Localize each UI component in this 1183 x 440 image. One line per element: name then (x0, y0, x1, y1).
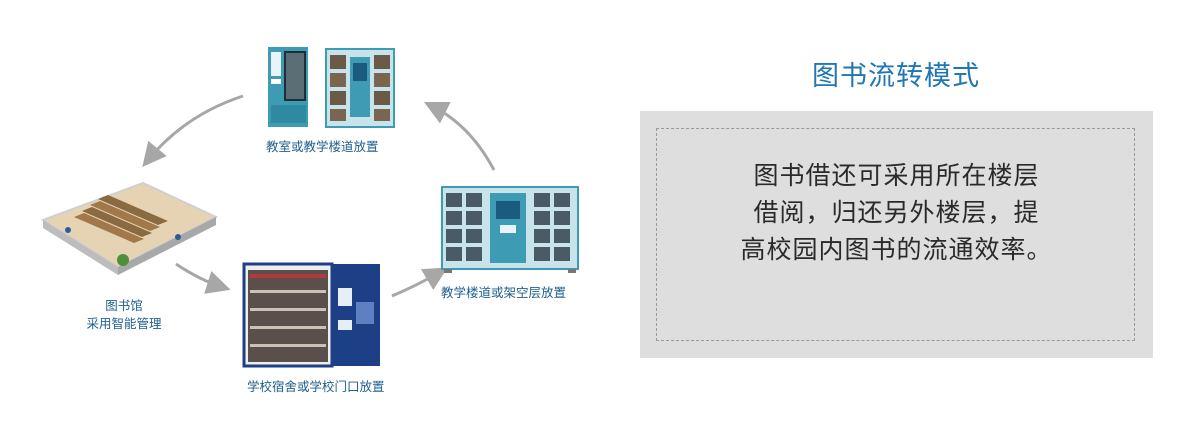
arrow-classroom-to-library (142, 94, 244, 167)
dorm-kiosk-image (242, 262, 380, 368)
arrow-dorm-to-corridor (391, 267, 448, 298)
classroom-caption: 教室或教学楼道放置 (266, 139, 379, 154)
arrow-corridor-to-classroom (423, 101, 496, 171)
arrow-library-to-dorm (175, 262, 231, 294)
library-room-image (40, 181, 218, 275)
panel-line-3: 高校园内图书的流通效率。 (740, 235, 1053, 264)
library-caption: 图书馆 采用智能管理 (74, 297, 174, 333)
corridor-caption: 教学楼道或架空层放置 (441, 285, 567, 300)
corridor-cabinet-image (441, 186, 579, 273)
panel-line-1: 图书借还可采用所在楼层 (753, 161, 1040, 190)
panel-line-2: 借阅，归还另外楼层，提 (753, 198, 1040, 227)
panel-title: 图书流转模式 (812, 61, 980, 92)
dorm-caption: 学校宿舍或学校门口放置 (247, 379, 385, 394)
description-panel: 图书借还可采用所在楼层 借阅，归还另外楼层，提 高校园内图书的流通效率。 (640, 111, 1153, 358)
library-caption-line1: 图书馆 (105, 298, 143, 313)
panel-description: 图书借还可采用所在楼层 借阅，归还另外楼层，提 高校园内图书的流通效率。 (640, 157, 1153, 268)
classroom-cabinets-image (268, 47, 395, 128)
dashed-border (656, 128, 1135, 341)
library-caption-line2: 采用智能管理 (86, 316, 162, 331)
